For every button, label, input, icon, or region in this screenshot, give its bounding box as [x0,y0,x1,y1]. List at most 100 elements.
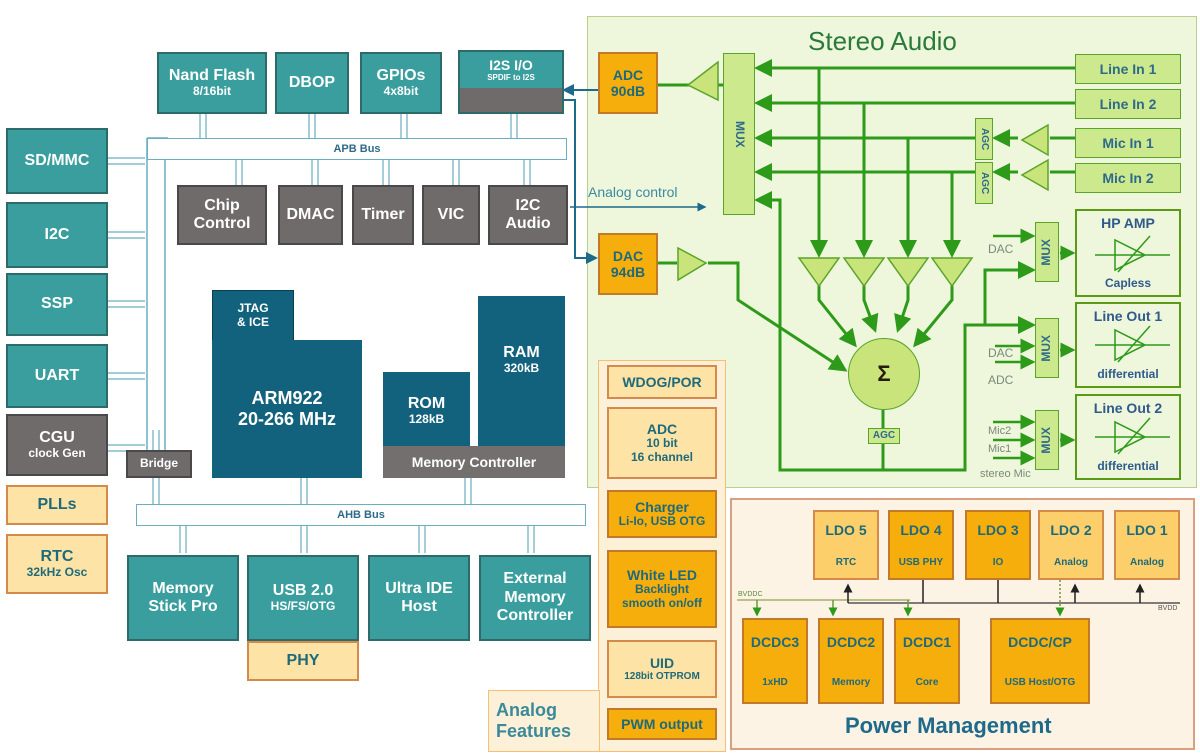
block-label: PHY [286,651,320,669]
feature-line: 16 channel [630,450,694,465]
jtag-ice-block: JTAG& ICE [212,290,294,342]
mixer-gain-4 [930,257,974,288]
ahb-bus-label: AHB Bus [337,509,385,521]
block-label: ROM [407,394,446,412]
ssp-block: SSP [6,273,108,336]
wdog-por-block: WDOG/POR [607,365,717,399]
mux-input-label: ADC [988,373,1014,387]
ldo-sublabel: IO [992,556,1004,568]
dcdc-label: DCDC3 [750,633,800,650]
cpu-frequency: 20-266 MHz [237,409,337,429]
feature-line: 128bit OTPROM [624,671,700,683]
sd-mmc-block: SD/MMC [6,128,108,194]
line-out-2-mux: MUX [1035,410,1059,470]
ldo-label: LDO 3 [977,521,1019,538]
block-label: UART [34,366,80,384]
dcdc-label: DCDC/CP [1008,633,1072,650]
uart-block: UART [6,344,108,408]
block-label: I2C [515,196,541,214]
mux-input-label: Mic1 [988,443,1012,455]
block-sublabel: Control [193,215,251,232]
mic-in-2-block: Mic In 2 [1075,163,1181,193]
phy-block: PHY [247,641,359,681]
ldo-label: LDO 1 [1126,521,1168,538]
output-label: HP AMP [1101,215,1155,231]
mic2-preamp [1020,158,1049,192]
block-sublabel: 8/16bit [192,84,231,99]
dcdc-sublabel: Memory [831,676,871,688]
bridge-block: Bridge [126,450,192,478]
block-sublabel: Stick Pro [148,598,218,615]
mic2-agc: AGC [975,162,993,204]
agc-label: AGC [872,430,896,442]
block-label: External [503,570,567,588]
analog-features-label-box [488,690,600,752]
rail-right-label: BVDD [1158,605,1178,612]
block-sublabel-2: Controller [496,607,574,625]
feature-line: Backlight [634,582,689,597]
block-label: RAM [503,344,540,361]
input-mux: MUX [723,53,755,215]
analog-features-title-line2: Features [496,720,572,741]
analog-control-label: Analog control [588,184,678,200]
memory-controller-block: Memory Controller [383,446,565,478]
block-label: Memory [152,579,214,597]
stereo-audio-title: Stereo Audio [808,26,957,56]
dbop-block: DBOP [275,52,349,114]
block-sublabel: 4x8bit [383,84,419,99]
output-label: Line Out 1 [1093,308,1163,324]
block-label: Memory Controller [411,453,537,470]
feature-label: ADC [646,421,678,438]
dcdc-sublabel: Core [915,676,939,688]
input-label: Line In 1 [1099,60,1157,77]
mux-input-label: stereo Mic [980,468,1031,480]
block-label: RTC [40,547,74,565]
mic-in-1-block: Mic In 1 [1075,128,1181,158]
ldo-sublabel: Analog [1054,556,1088,568]
feature-line: smooth on/off [622,596,702,611]
mux-label: MUX [1039,238,1054,266]
block-sublabel: Memory [504,588,566,606]
ldo-sublabel: Analog [1130,556,1164,568]
block-label: CGU [39,428,75,446]
block-label: ADC [612,66,644,83]
block-sublabel: SPDIF to I2S [487,73,535,83]
block-label: I2S I/O [489,57,533,74]
line-out-1-mux: MUX [1035,318,1059,378]
pwm-output-block: PWM output [607,708,717,740]
block-sublabel: Audio [505,215,551,232]
block-label: JTAG [237,301,269,316]
block-label: Bridge [139,456,178,471]
apb-bus: APB Bus [147,138,567,160]
mixer-gain-3 [886,257,930,288]
ahb-bus: AHB Bus [136,504,586,526]
block-sublabel: clock Gen [28,446,86,461]
dac-gain-amp [677,246,708,282]
sum-symbol: Σ [877,361,891,387]
block-label: I2C [44,225,70,243]
block-label: SD/MMC [24,151,90,169]
block-sublabel: 90dB [610,83,646,99]
feature-label: UID [649,655,675,672]
block-sublabel: 320kB [503,361,540,376]
ldo3-block: LDO 3 IO [965,510,1031,580]
block-sublabel: HS/FS/OTG [270,599,336,614]
mixer-gain-1 [797,257,841,288]
agc-label: AGC [978,171,990,195]
